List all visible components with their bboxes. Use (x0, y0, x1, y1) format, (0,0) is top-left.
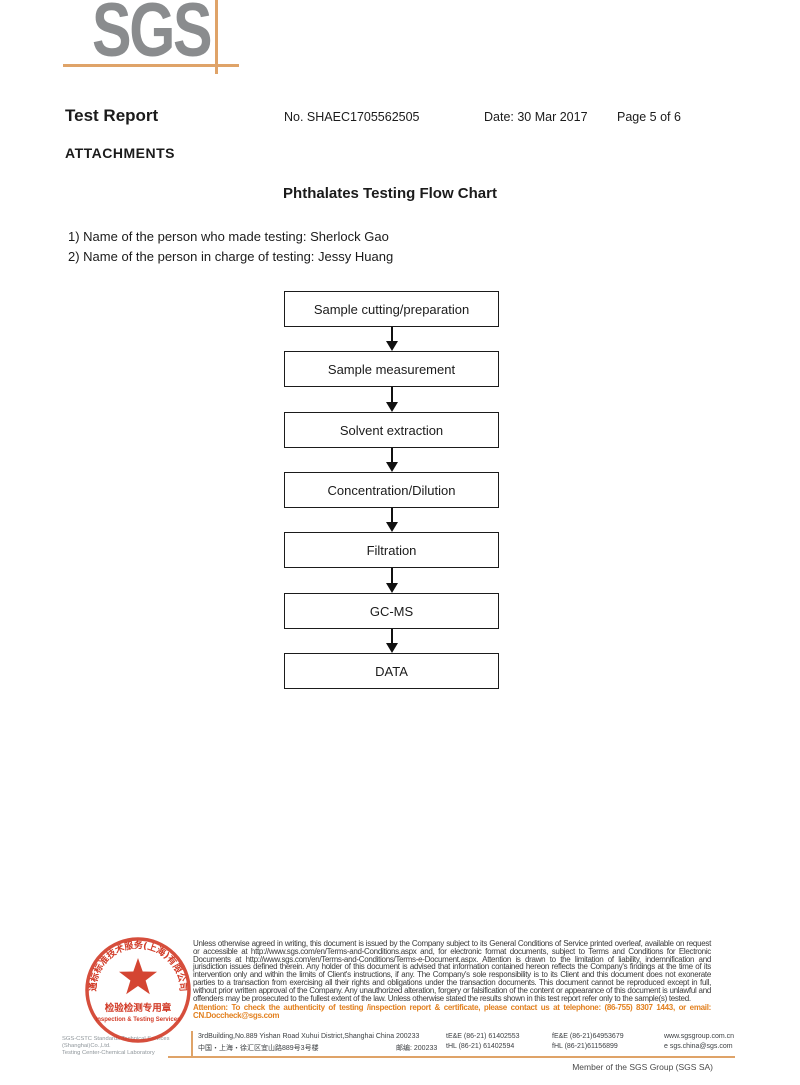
down-arrow-icon (384, 448, 400, 472)
flow-step-sample-cutting: Sample cutting/preparation (284, 291, 499, 327)
stamp-seal-title: 检验检测专用章 (105, 1002, 172, 1014)
down-arrow-icon (384, 387, 400, 412)
inspection-stamp-icon: 通标标准技术服务(上海)有限公司 检验检测专用章 Inspection & Te… (85, 937, 191, 1043)
sgs-logo: SGS (92, 0, 213, 73)
fax-ee: fE&E (86-21)64953679 (552, 1033, 624, 1040)
report-date: Date: 30 Mar 2017 (484, 110, 588, 124)
legal-text: Unless otherwise agreed in writing, this… (193, 939, 711, 1003)
flow-step-gc-ms: GC-MS (284, 593, 499, 629)
flow-step-filtration: Filtration (284, 532, 499, 568)
flow-step-solvent-extraction: Solvent extraction (284, 412, 499, 448)
down-arrow-icon (384, 568, 400, 593)
attachments-heading: ATTACHMENTS (65, 145, 175, 161)
down-arrow-icon (384, 508, 400, 532)
logo-horizontal-line (63, 64, 239, 67)
flow-step-data: DATA (284, 653, 499, 689)
attention-notice: Attention: To check the authenticity of … (193, 1003, 711, 1021)
address-en: 3rdBuilding,No.889 Yishan Road Xuhui Dis… (198, 1033, 395, 1040)
address-block: 3rdBuilding,No.889 Yishan Road Xuhui Dis… (198, 1033, 735, 1053)
logo-vertical-line (215, 0, 218, 74)
flow-step-sample-measurement: Sample measurement (284, 351, 499, 387)
note-line: 2) Name of the person in charge of testi… (68, 249, 394, 264)
email: e sgs.china@sgs.com (664, 1043, 733, 1050)
sgs-member-note: Member of the SGS Group (SGS SA) (572, 1062, 713, 1072)
tester-notes: 1) Name of the person who made testing: … (68, 227, 393, 267)
phone-hl: tHL (86-21) 61402594 (446, 1043, 515, 1050)
fax-hl: fHL (86-21)61156899 (552, 1043, 618, 1050)
flow-chart-title: Phthalates Testing Flow Chart (283, 185, 497, 202)
address-divider-line (191, 1031, 193, 1057)
lab-company-line: SGS-CSTC Standards Technical Services (S… (62, 1036, 170, 1049)
flow-step-concentration-dilution: Concentration/Dilution (284, 472, 499, 508)
report-title: Test Report (65, 106, 159, 125)
postcode-en: 200233 (396, 1033, 420, 1040)
stamp-seal-subtitle: Inspection & Testing Services (96, 1017, 182, 1023)
report-number: No. SHAEC1705562505 (284, 110, 420, 124)
address-cn: 中国・上海・徐汇区宜山路889号3号楼 (198, 1045, 319, 1052)
footer-separator-line (168, 1056, 735, 1058)
postcode-cn: 邮编: 200233 (396, 1045, 438, 1052)
note-line: 1) Name of the person who made testing: … (68, 229, 389, 244)
lab-company-name: SGS-CSTC Standards Technical Services (S… (62, 1036, 217, 1057)
lab-company-line: Testing Center-Chemical Laboratory (62, 1050, 155, 1056)
legal-disclaimer: Unless otherwise agreed in writing, this… (193, 939, 711, 1021)
down-arrow-icon (384, 327, 400, 351)
page-indicator: Page 5 of 6 (617, 110, 681, 124)
phone-ee: tE&E (86-21) 61402553 (446, 1033, 520, 1040)
website: www.sgsgroup.com.cn (664, 1033, 735, 1040)
down-arrow-icon (384, 629, 400, 653)
